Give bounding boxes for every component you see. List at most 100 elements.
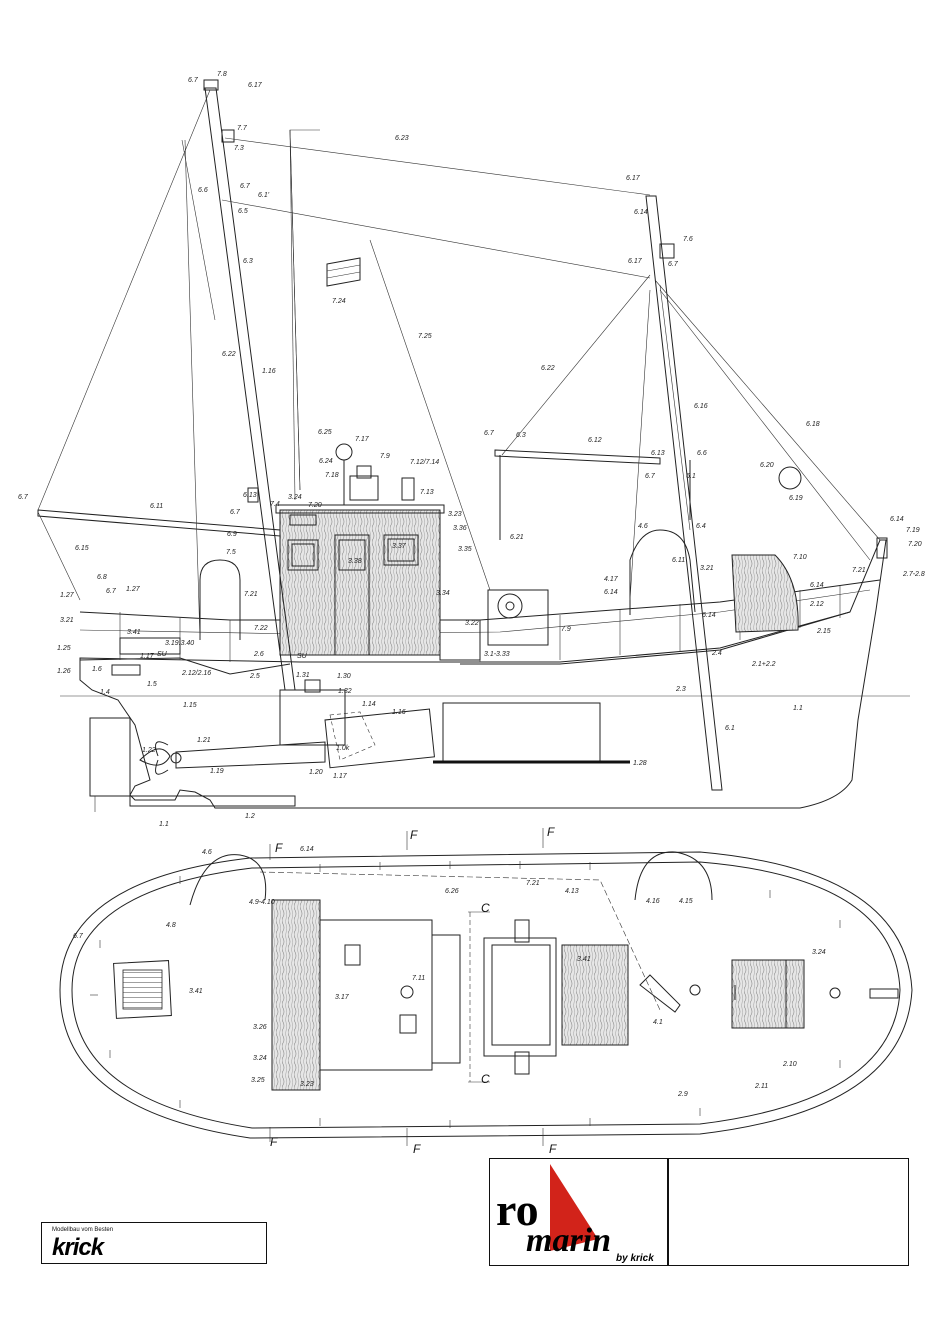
part-callout: 1.16 [262,368,276,375]
part-callout: 3.25 [251,1077,265,1084]
part-callout: 6.7 [240,183,251,190]
part-callout: 7.9 [380,453,390,460]
part-callout: 6.14 [300,846,314,853]
part-callout: 6.7 [73,933,84,940]
part-callout: 7.21 [852,567,866,574]
part-callout: 3.34 [436,590,450,597]
part-callout: 3.24 [288,494,302,501]
krick-logo-box: Modellbau vom Besten krick [41,1222,267,1264]
part-callout: 4.6 [202,849,212,856]
part-callout: 2.1+2.2 [751,661,776,668]
part-callout: 4.17 [604,576,619,583]
part-callout: 1.17 [140,653,155,660]
wheelhouse [279,509,441,656]
top-view [59,828,913,1146]
part-callout: 7.12/7.14 [410,459,439,466]
part-callout: 2.5 [249,673,260,680]
part-callout: 4.15 [679,898,693,905]
part-callout: 4.13 [565,888,579,895]
part-callout: 3.35 [458,546,472,553]
part-callout: 6.13 [243,492,257,499]
romarin-logo: ro marin by krick [496,1164,654,1264]
part-callout: 7.24 [332,298,346,305]
part-callout: 6.8 [97,574,107,581]
part-callout: 7.20 [308,502,322,509]
section-mark: F [275,841,283,855]
part-callout: 7.7 [237,125,248,132]
part-callout: 6.5 [238,208,248,215]
part-callout: 1.16 [392,709,406,716]
part-callout: 7.17 [355,436,370,443]
part-callout: 4.6 [638,523,648,530]
krick-wordmark: krick [52,1234,104,1261]
part-callout: 1.32 [338,688,352,695]
part-callout: 3.23 [300,1081,314,1088]
part-callout: 2.12/2.16 [181,670,211,677]
part-callout: 6.7 [188,77,199,84]
part-callout: 7.10 [793,554,807,561]
part-callout: 6.24 [319,458,333,465]
part-callout: 6.14 [702,612,716,619]
part-callout: 7.13 [420,489,434,496]
part-callout: 3.17 [335,994,350,1001]
part-callout: 7.19 [906,527,920,534]
part-callout: 7.8 [217,71,227,78]
part-callout: 2.6 [253,651,264,658]
part-callout: 6.16 [694,403,708,410]
section-mark: F [549,1142,557,1156]
part-callout: 7.4 [270,501,280,508]
part-callout: 1.30 [337,673,351,680]
part-callout: 6.1 [725,725,735,732]
part-callout: 6.4 [696,523,706,530]
section-mark: F [413,1142,421,1156]
part-callout: 3.41 [189,988,203,995]
part-callout: 6.22 [222,351,236,358]
part-callout: 6.7 [484,430,495,437]
section-mark: F [547,825,555,839]
part-callout: 7.25 [418,333,432,340]
part-callout: 6.14 [634,209,648,216]
part-callout: 1.1 [793,705,803,712]
part-callout: 1.19 [210,768,224,775]
part-callout: 7.5 [226,549,236,556]
part-callout: 2.12 [809,601,824,608]
part-callout: 1.25 [57,645,71,652]
part-callout: 6.7 [18,494,29,501]
part-callout: 6.7 [230,509,241,516]
part-callout: 3.19.3.40 [165,640,194,647]
part-callout: 6.1' [258,192,270,199]
part-callout: 3.24 [812,949,826,956]
part-callout: 6.17 [248,82,263,89]
part-callout: 6.11 [150,503,163,510]
part-callout: 1.27 [60,592,75,599]
part-callout: 7.21 [244,591,258,598]
part-callout: 2.3 [675,686,686,693]
part-callout: 1.31 [296,672,310,679]
part-callout: 3.21 [700,565,714,572]
side-elevation [37,79,910,812]
part-callout: 3.38 [348,558,362,565]
romarin-marin: marin [526,1222,611,1259]
part-callout: 4.9-4.10 [249,899,275,906]
section-mark: C [481,1072,490,1086]
part-callout: 3.36 [453,525,467,532]
part-callout: 2.11 [754,1083,768,1090]
part-callout: 4.1 [653,1019,663,1026]
part-callout: 1.5 [147,681,157,688]
red-sail-icon [550,1164,598,1251]
part-callout: 6.14 [890,516,904,523]
part-callout: 1.6 [92,666,102,673]
part-callout: 6.26 [445,888,459,895]
part-callout: 3.24 [253,1055,267,1062]
part-callout: 3.1-3.33 [484,651,510,658]
part-callout: 6.3 [243,258,253,265]
part-callout: 6.6 [198,187,208,194]
part-callout: 6.19 [789,495,803,502]
part-callout: 6.7 [106,588,117,595]
hull-outline [79,539,887,809]
part-callout: 4.8 [166,922,176,929]
part-callout: 3.22 [465,620,479,627]
part-callout: 7.9 [561,626,571,633]
part-callout: SU [297,653,308,660]
